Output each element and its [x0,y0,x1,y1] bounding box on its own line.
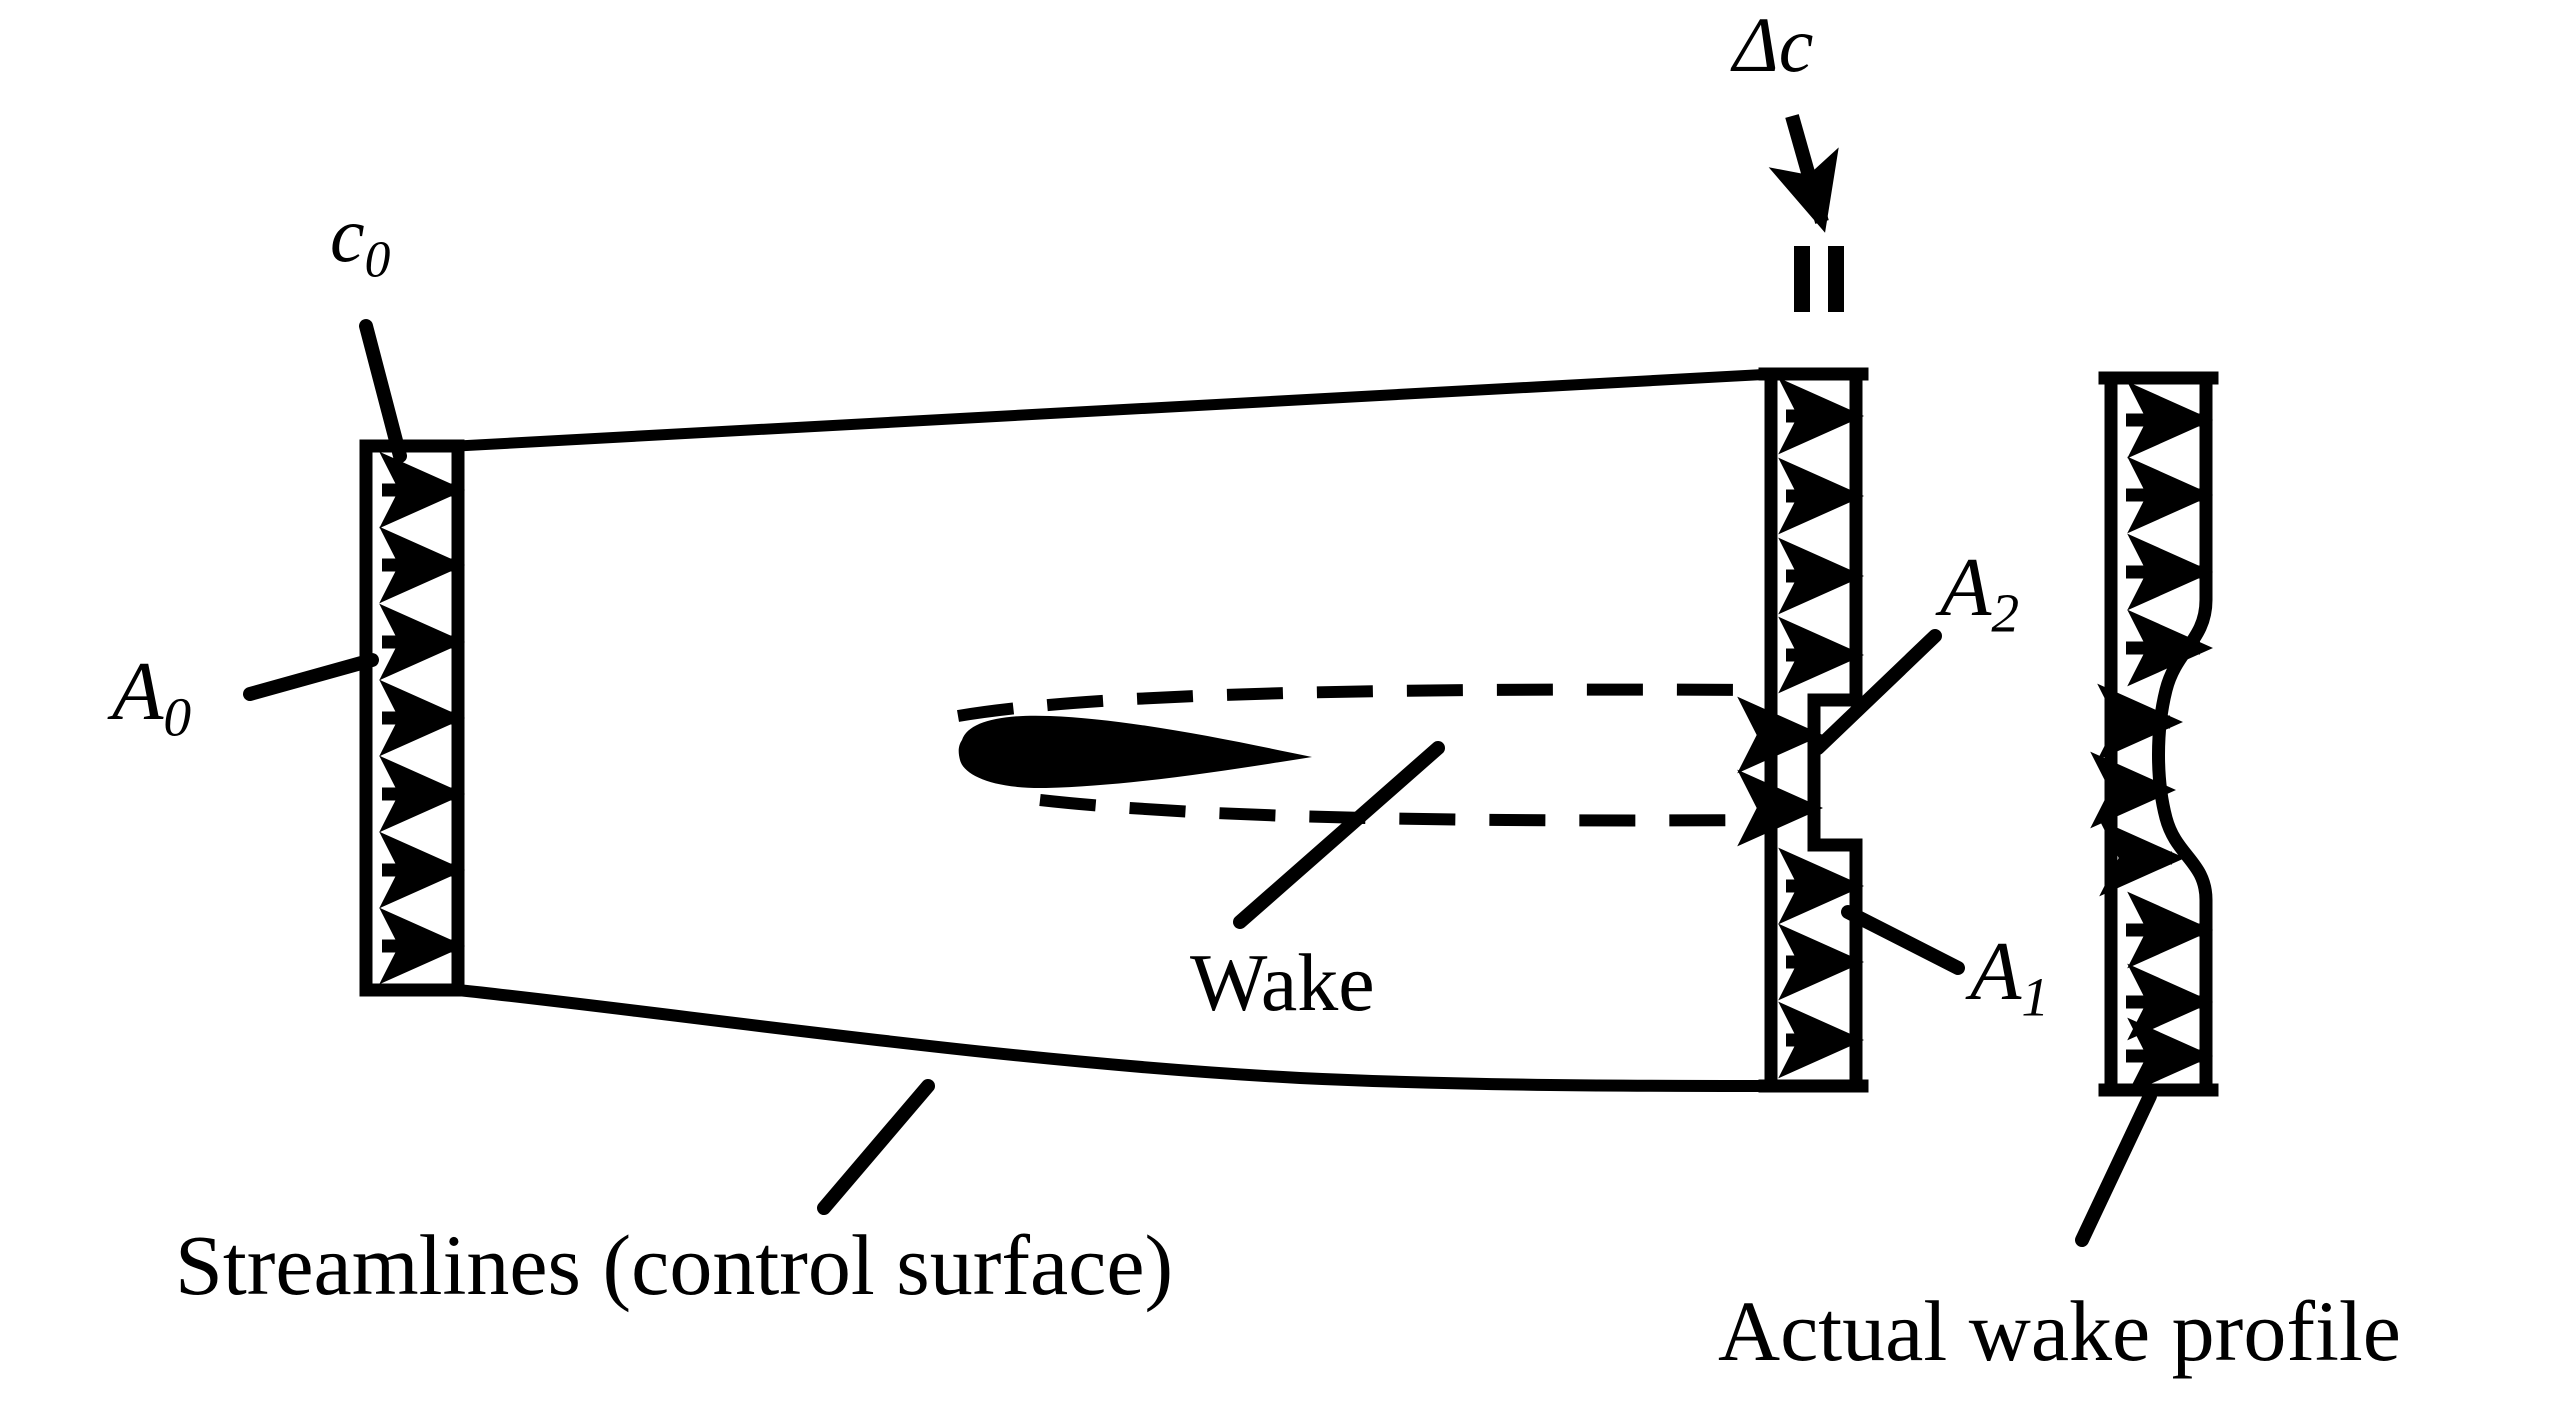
label-actual-wake-profile: Actual wake profile [1718,1283,2401,1379]
label-wake-area-base: A [1940,541,1992,634]
delta-c-pointer-arrow [1768,114,1839,233]
label-exit-area: A1 [1970,930,2049,1025]
label-exit-area-subscript: 1 [2021,966,2050,1028]
leader-actual-wake-profile [2075,1089,2157,1247]
actual-wake-profile-band [2090,371,2219,1097]
airfoil-section [958,715,1312,789]
label-inlet-area-base: A [112,645,164,738]
leader-lines [243,319,2157,1247]
label-wake-area: A2 [1940,546,2019,641]
label-inlet-area: A0 [112,650,191,745]
label-inlet-velocity-subscript: 0 [364,231,391,289]
leader-c0 [359,319,407,463]
label-streamlines-control-surface: Streamlines (control surface) [175,1217,1174,1313]
label-velocity-deficit: Δc [1733,1,1814,88]
exit-velocity-arrows [1737,377,1865,1079]
label-inlet-area-subscript: 0 [163,686,192,748]
exit-station-band [1737,367,1869,1093]
label-inlet-velocity: c0 [330,196,390,286]
leader-A0 [243,653,379,701]
streamline-bottom [452,984,1778,1092]
wake-boundary-dashed-lines [957,683,1771,827]
inlet-station-band [359,439,466,997]
leader-A2 [1811,629,1942,755]
wake-boundary-upper [957,683,1771,722]
leader-A1 [1841,905,1965,975]
control-surface-streamlines [452,368,1778,1092]
label-wake-area-subscript: 2 [1991,582,2020,644]
actual-profile-right-edge-curve [2152,371,2213,1097]
label-exit-area-base: A [1970,925,2022,1018]
wake-boundary-lower [1039,794,1771,827]
label-wake: Wake [1190,937,1375,1028]
actual-profile-arrows [2090,381,2214,1095]
leader-wake [1233,741,1445,929]
streamline-top [452,368,1778,452]
label-inlet-velocity-base: c [330,191,365,278]
inlet-velocity-arrows [379,451,466,985]
leader-streamlines [817,1079,935,1215]
delta-c-measurement [1768,114,1844,312]
